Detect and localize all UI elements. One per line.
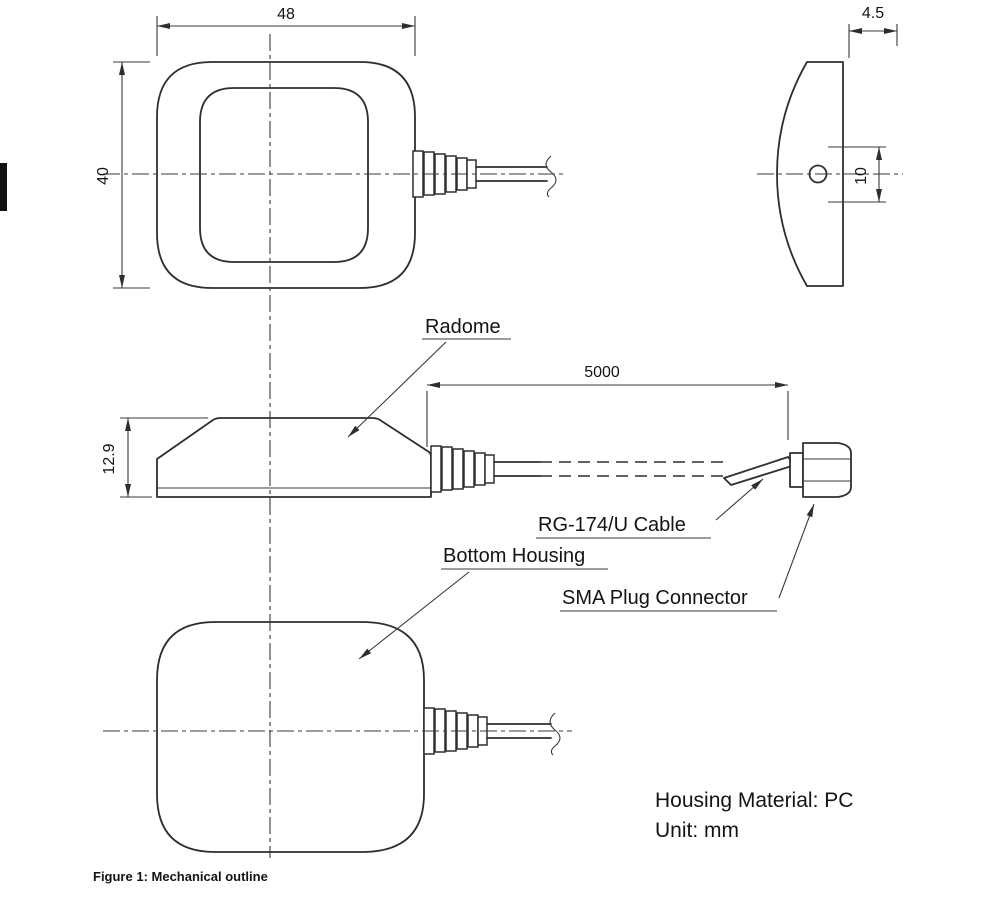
bottom-view (156, 621, 561, 853)
callout-rg-cable: RG-174/U Cable (536, 478, 764, 539)
bottom-cable (486, 712, 561, 756)
dim-hole-10: 10 (828, 146, 886, 203)
dim-4-5-value: 4.5 (862, 5, 884, 22)
callout-bottom-housing: Bottom Housing (358, 545, 608, 660)
sma-hex-body (802, 442, 852, 498)
sma-label: SMA Plug Connector (562, 587, 748, 609)
scan-artifact (0, 163, 7, 211)
dim-40-value: 40 (95, 167, 112, 185)
dim-thickness-4-5: 4.5 (848, 5, 898, 58)
cable-break-symbol (545, 155, 557, 198)
dim-12-9-value: 12.9 (101, 443, 118, 474)
rg-cable-leader-line (715, 478, 764, 521)
dim-48-value: 48 (277, 6, 295, 23)
radome-label: Radome (425, 316, 501, 338)
top-view-outer-outline (156, 61, 416, 289)
centerlines (103, 34, 903, 858)
sma-collar (789, 452, 804, 488)
callout-sma-connector: SMA Plug Connector (560, 503, 815, 612)
dim-cable-5000: 5000 (426, 364, 789, 447)
top-view-inner-outline (199, 87, 369, 263)
front-strain-relief (430, 445, 495, 493)
bottom-housing-label: Bottom Housing (443, 545, 585, 567)
dim-height-40: 40 (95, 61, 150, 289)
bottom-view-outline (156, 621, 425, 853)
dim-height-12-9: 12.9 (101, 417, 208, 498)
top-view (156, 61, 557, 289)
radome-leader-line (347, 341, 447, 438)
unit-note: Unit: mm (655, 819, 739, 842)
bottom-housing-leader-line (358, 571, 470, 660)
housing-material-note: Housing Material: PC (655, 789, 853, 812)
radome-outline (156, 417, 432, 498)
side-profile-outline (776, 61, 844, 287)
cable-break-symbol (549, 712, 561, 756)
cable-end-sleeve (723, 456, 796, 486)
rg-cable-label: RG-174/U Cable (538, 514, 686, 536)
callout-radome: Radome (347, 316, 511, 438)
sma-leader-line (778, 503, 815, 599)
top-view-cable (475, 155, 557, 198)
figure-caption: Figure 1: Mechanical outline (93, 869, 268, 884)
dim-10-value: 10 (853, 167, 870, 185)
dim-width-48: 48 (156, 6, 416, 56)
sma-connector (789, 442, 852, 498)
front-view (156, 417, 852, 498)
front-cable (493, 456, 796, 486)
drawing-notes: Housing Material: PC Unit: mm (655, 789, 853, 842)
dim-5000-value: 5000 (584, 364, 620, 381)
